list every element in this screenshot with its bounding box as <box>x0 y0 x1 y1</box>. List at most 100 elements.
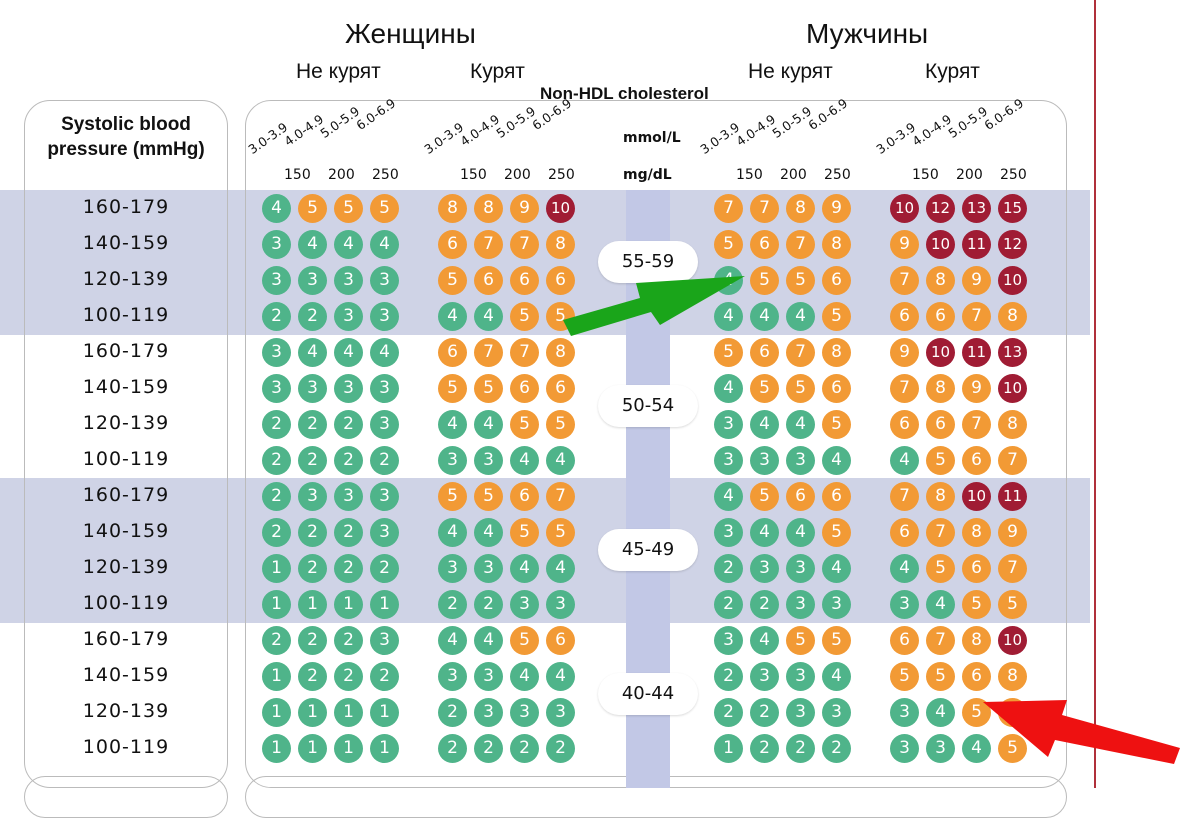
risk-cell: 10 <box>962 482 991 511</box>
risk-cell: 10 <box>890 194 919 223</box>
risk-cell: 2 <box>438 734 467 763</box>
risk-cell: 6 <box>890 302 919 331</box>
risk-cell: 6 <box>926 302 955 331</box>
risk-cell: 2 <box>714 554 743 583</box>
sbp-label: 140-159 <box>82 376 170 398</box>
risk-cell: 4 <box>750 626 779 655</box>
risk-cell: 5 <box>714 338 743 367</box>
risk-cell: 6 <box>438 230 467 259</box>
risk-cell: 4 <box>474 626 503 655</box>
risk-cell: 8 <box>438 194 467 223</box>
men-nonsmoker-header: Не курят <box>748 60 833 83</box>
risk-cell: 4 <box>298 230 327 259</box>
risk-cell: 3 <box>786 662 815 691</box>
risk-cell: 8 <box>998 662 1027 691</box>
risk-cell: 2 <box>298 410 327 439</box>
risk-cell: 5 <box>822 518 851 547</box>
risk-cell: 3 <box>334 302 363 331</box>
mgdl-tick: 200 <box>780 167 807 183</box>
risk-cell: 3 <box>370 482 399 511</box>
risk-cell: 4 <box>510 446 539 475</box>
sbp-label: 140-159 <box>82 232 170 254</box>
risk-cell: 13 <box>998 338 1027 367</box>
risk-cell: 2 <box>750 734 779 763</box>
risk-cell: 6 <box>926 410 955 439</box>
risk-cell: 2 <box>438 698 467 727</box>
risk-cell: 3 <box>546 590 575 619</box>
risk-cell: 3 <box>474 554 503 583</box>
mgdl-unit: mg/dL <box>623 167 672 183</box>
risk-cell: 2 <box>298 662 327 691</box>
risk-cell: 8 <box>998 410 1027 439</box>
risk-cell: 3 <box>926 734 955 763</box>
risk-cell: 5 <box>546 302 575 331</box>
risk-cell: 1 <box>298 734 327 763</box>
risk-cell: 7 <box>474 230 503 259</box>
risk-cell: 4 <box>438 302 467 331</box>
risk-cell: 5 <box>786 626 815 655</box>
risk-cell: 7 <box>714 194 743 223</box>
risk-cell: 10 <box>998 626 1027 655</box>
risk-cell: 4 <box>750 410 779 439</box>
risk-cell: 3 <box>714 446 743 475</box>
risk-cell: 5 <box>890 662 919 691</box>
risk-cell: 2 <box>262 410 291 439</box>
risk-cell: 4 <box>926 698 955 727</box>
risk-cell: 6 <box>962 446 991 475</box>
risk-cell: 4 <box>334 230 363 259</box>
risk-cell: 3 <box>890 590 919 619</box>
women-nonsmoker-header: Не курят <box>296 60 381 83</box>
risk-cell: 4 <box>438 410 467 439</box>
risk-cell: 4 <box>926 590 955 619</box>
risk-cell: 1 <box>334 698 363 727</box>
risk-cell: 8 <box>546 338 575 367</box>
risk-cell: 7 <box>510 338 539 367</box>
risk-cell: 7 <box>890 482 919 511</box>
risk-cell: 1 <box>714 734 743 763</box>
men-header: Мужчины <box>806 18 929 49</box>
risk-cell: 11 <box>998 482 1027 511</box>
risk-cell: 4 <box>786 302 815 331</box>
risk-cell: 2 <box>546 734 575 763</box>
risk-cell: 8 <box>926 374 955 403</box>
risk-cell: 9 <box>890 230 919 259</box>
risk-cell: 5 <box>786 266 815 295</box>
risk-cell: 7 <box>998 554 1027 583</box>
sbp-label: 100-119 <box>82 304 170 326</box>
risk-cell: 4 <box>546 662 575 691</box>
risk-cell: 7 <box>926 518 955 547</box>
risk-cell: 4 <box>546 554 575 583</box>
risk-cell: 6 <box>750 338 779 367</box>
risk-cell: 4 <box>750 302 779 331</box>
risk-cell: 5 <box>822 626 851 655</box>
sbp-label: 100-119 <box>82 736 170 758</box>
risk-cell: 4 <box>298 338 327 367</box>
sbp-label: 120-139 <box>82 268 170 290</box>
risk-cell: 4 <box>546 446 575 475</box>
risk-cell: 2 <box>262 302 291 331</box>
risk-cell: 2 <box>334 518 363 547</box>
sbp-label: 140-159 <box>82 520 170 542</box>
risk-cell: 5 <box>998 734 1027 763</box>
risk-cell: 3 <box>370 518 399 547</box>
risk-cell: 15 <box>998 194 1027 223</box>
risk-cell: 11 <box>962 230 991 259</box>
risk-cell: 3 <box>714 518 743 547</box>
sbp-label: 120-139 <box>82 700 170 722</box>
risk-cell: 3 <box>334 374 363 403</box>
risk-cell: 1 <box>334 590 363 619</box>
risk-cell: 3 <box>750 662 779 691</box>
risk-cell: 1 <box>370 698 399 727</box>
risk-cell: 1 <box>370 590 399 619</box>
age-group-label: 40-44 <box>598 673 698 715</box>
risk-cell: 3 <box>370 374 399 403</box>
risk-cell: 7 <box>474 338 503 367</box>
risk-cell: 7 <box>998 446 1027 475</box>
risk-cell: 2 <box>298 518 327 547</box>
risk-cell: 12 <box>926 194 955 223</box>
risk-cell: 3 <box>786 698 815 727</box>
risk-cell: 7 <box>750 194 779 223</box>
risk-cell: 5 <box>926 446 955 475</box>
age-group-label: 55-59 <box>598 241 698 283</box>
mgdl-tick: 250 <box>372 167 399 183</box>
